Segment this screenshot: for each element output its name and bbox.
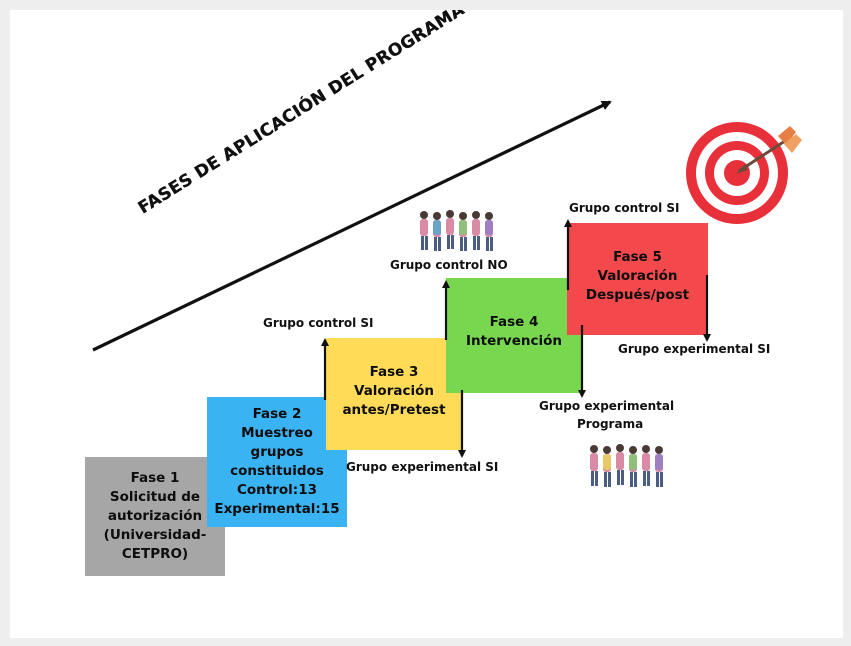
fase3-experimental-label: Grupo experimental SI [346,460,499,474]
fase5-control-label: Grupo control SI [569,201,680,215]
phase-3-line: antes/Pretest [342,401,446,418]
fase4-control-label: Grupo control NO [390,258,508,272]
phase-1-box: Fase 1 Solicitud de autorización (Univer… [85,457,225,576]
phase-3-box: Fase 3 Valoración antes/Pretest [326,338,462,450]
phase-2-line: Experimental:15 [214,501,340,517]
phase-3-line: Valoración [353,382,434,399]
phase-4-box: Fase 4 Intervención [446,278,582,393]
target-with-arrow-icon [686,122,802,224]
phase-3-title: Fase 3 [369,363,419,380]
phase-1-line: Solicitud de [109,489,201,505]
phase-1-line: (Universidad- [103,527,207,543]
phase-1-line: autorización [107,508,203,524]
fase4-experimental-label: Grupo experimental [539,399,675,413]
phase-2-box: Fase 2 Muestreo grupos constituidos Cont… [207,397,347,527]
group-arrows [321,219,711,458]
phase-2-line: grupos [250,444,304,460]
group-of-women-illustration [420,210,493,251]
phase-1-text: Fase 1 Solicitud de autorización (Univer… [104,469,207,564]
fase4-programa-label: Programa [577,417,644,431]
phase-5-text: Fase 5 Valoración Después/post [586,248,689,305]
phase-2-line: constituidos [230,463,324,479]
phase-1-title: Fase 1 [130,470,180,486]
phase-5-title: Fase 5 [613,248,662,265]
phase-2-line: Muestreo [241,425,313,441]
progress-arrow [92,100,612,352]
phase-5-line: Valoración [597,267,678,284]
diagram-canvas: FASES DE APLICACIÓN DEL PROGRAMA Fase 1 … [10,10,843,638]
phase-3-text: Fase 3 Valoración antes/Pretest [342,363,445,420]
phase-2-line: Control:13 [237,482,317,498]
fase3-control-label: Grupo control SI [263,316,374,330]
group-of-women-illustration [590,444,663,487]
phase-4-title: Fase 4 [489,313,539,330]
phase-2-title: Fase 2 [252,406,302,422]
phase-5-box: Fase 5 Valoración Después/post [567,223,708,335]
phase-4-line: Intervención [466,332,562,349]
fase5-experimental-label: Grupo experimental SI [618,342,771,356]
phase-2-text: Fase 2 Muestreo grupos constituidos Cont… [214,405,339,519]
phase-5-line: Después/post [585,286,690,303]
phase-1-line: CETPRO) [121,546,189,562]
phase-4-text: Fase 4 Intervención [466,313,562,351]
